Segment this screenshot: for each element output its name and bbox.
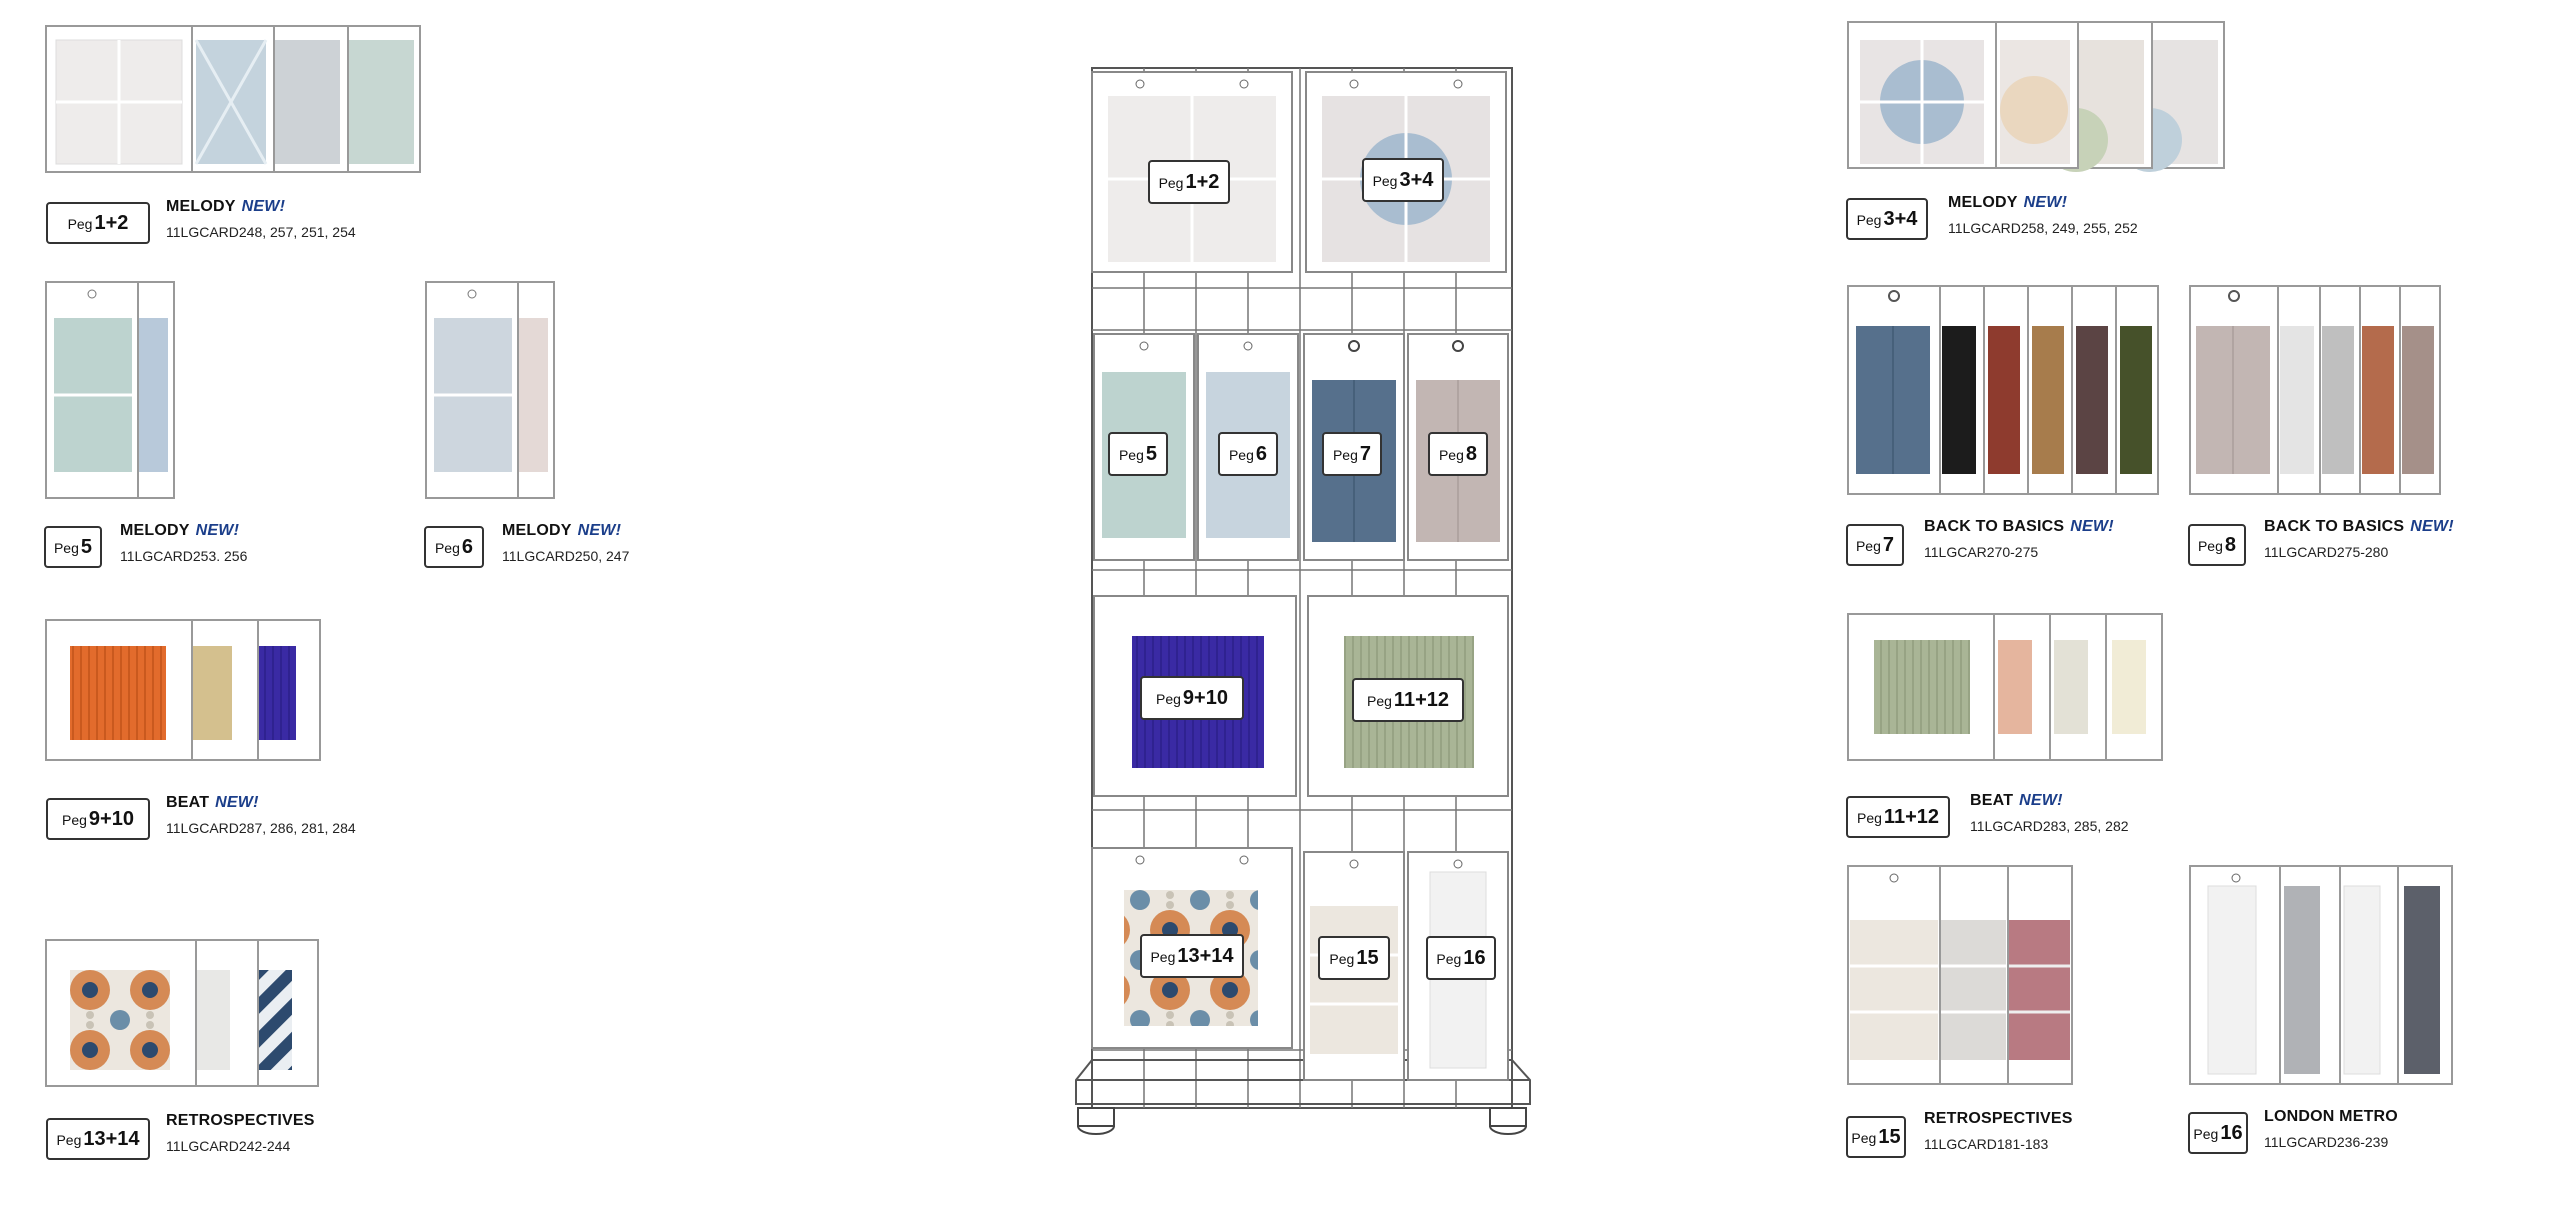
- product-code: 11LGCARD283, 285, 282: [1970, 818, 2129, 834]
- board-peg-6: [425, 281, 555, 499]
- board-peg-9-10: [45, 619, 321, 761]
- board-peg-5: [45, 281, 175, 499]
- board-peg-16: [2189, 865, 2453, 1085]
- product-code: 11LGCARD253. 256: [120, 548, 248, 564]
- board-peg-7: [1847, 285, 2159, 495]
- board-peg-15: [1847, 865, 2073, 1085]
- product-code: 11LGCARD181-183: [1924, 1136, 2049, 1152]
- board-peg-8: [2189, 285, 2441, 495]
- new-badge: NEW!: [195, 522, 240, 539]
- product-code: 11LGCARD250, 247: [502, 548, 630, 564]
- new-badge: NEW!: [2023, 194, 2068, 211]
- product-code: 11LGCARD287, 286, 281, 284: [166, 820, 356, 836]
- product-title: LONDON METRO: [2264, 1108, 2398, 1125]
- product-code: 11LGCARD248, 257, 251, 254: [166, 224, 356, 240]
- new-badge: NEW!: [241, 198, 286, 215]
- product-code: 11LGCARD258, 249, 255, 252: [1948, 220, 2138, 236]
- product-code: 11LGCARD242-244: [166, 1138, 291, 1154]
- new-badge: NEW!: [577, 522, 622, 539]
- product-title: RETROSPECTIVES: [166, 1112, 315, 1129]
- new-badge: NEW!: [2019, 792, 2063, 809]
- board-peg-3-4: [1847, 21, 2225, 172]
- new-badge: NEW!: [215, 794, 259, 811]
- board-peg-11-12: [1847, 613, 2163, 761]
- product-code: 11LGCAR270-275: [1924, 544, 2039, 560]
- new-badge: NEW!: [2070, 518, 2114, 535]
- product-code: 11LGCARD236-239: [2264, 1134, 2389, 1150]
- board-peg-1-2: [45, 25, 421, 173]
- board-peg-13-14: [45, 939, 319, 1087]
- product-code: 11LGCARD275-280: [2264, 544, 2389, 560]
- new-badge: NEW!: [2410, 518, 2454, 535]
- product-title: RETROSPECTIVES: [1924, 1110, 2073, 1127]
